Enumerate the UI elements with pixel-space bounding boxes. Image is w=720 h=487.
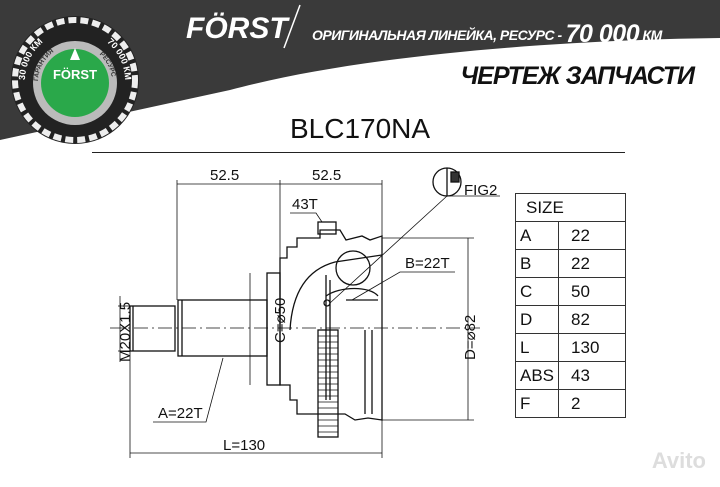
row-value: 50	[558, 277, 627, 306]
row-key: ABS	[514, 361, 560, 390]
subtitle: ЧЕРТЕЖ ЗАПЧАСТИ	[460, 62, 695, 90]
tagline-text: ОРИГИНАЛЬНАЯ ЛИНЕЙКА, РЕСУРС -	[312, 27, 562, 43]
row-key: A	[514, 221, 560, 250]
row-key: F	[514, 389, 560, 418]
row-key: B	[514, 249, 560, 278]
badge-brand: FÖRST	[53, 67, 97, 82]
title-underline	[92, 152, 625, 153]
c-diameter-label: C=⌀50	[272, 298, 289, 343]
brand-name: FÖRST	[186, 12, 288, 45]
fig-label: FIG2	[464, 182, 497, 199]
row-value: 2	[558, 389, 627, 418]
row-key: D	[514, 305, 560, 334]
part-number: BLC170NA	[290, 113, 431, 144]
table-header-row: SIZE	[514, 193, 627, 222]
fig2-icon	[432, 167, 462, 197]
thread-label: M20X1.5	[117, 302, 134, 362]
d-diameter-label: D=⌀82	[462, 315, 479, 360]
row-value: 22	[558, 221, 627, 250]
row-key: C	[514, 277, 560, 306]
abs-ring	[317, 329, 339, 438]
dim-right-label: 52.5	[312, 167, 341, 184]
forst-badge-logo: FÖRST 30 000 КМ 70 000 КМ ГАРАНТИЯ РЕСУР…	[11, 16, 139, 144]
row-value: 82	[558, 305, 627, 334]
leader-lines	[153, 195, 500, 423]
length-label: L=130	[223, 437, 265, 454]
row-value: 43	[558, 361, 627, 390]
resource-value: 70 000	[565, 20, 640, 48]
outer-housing	[279, 221, 383, 421]
resource-unit: КМ	[642, 27, 663, 43]
dim-left-label: 52.5	[210, 167, 239, 184]
row-key: L	[514, 333, 560, 362]
avito-watermark: Avito	[651, 448, 706, 473]
table-header: SIZE	[514, 193, 627, 222]
dimension-lines	[110, 180, 480, 458]
row-value: 22	[558, 249, 627, 278]
abs-teeth-label: 43T	[292, 196, 318, 213]
row-value: 130	[558, 333, 627, 362]
shaft	[129, 272, 281, 386]
b-spline-label: B=22T	[405, 255, 450, 272]
a-spline-label: A=22T	[158, 405, 203, 422]
tagline: ОРИГИНАЛЬНАЯ ЛИНЕЙКА, РЕСУРС -70 000 КМ	[312, 18, 663, 48]
